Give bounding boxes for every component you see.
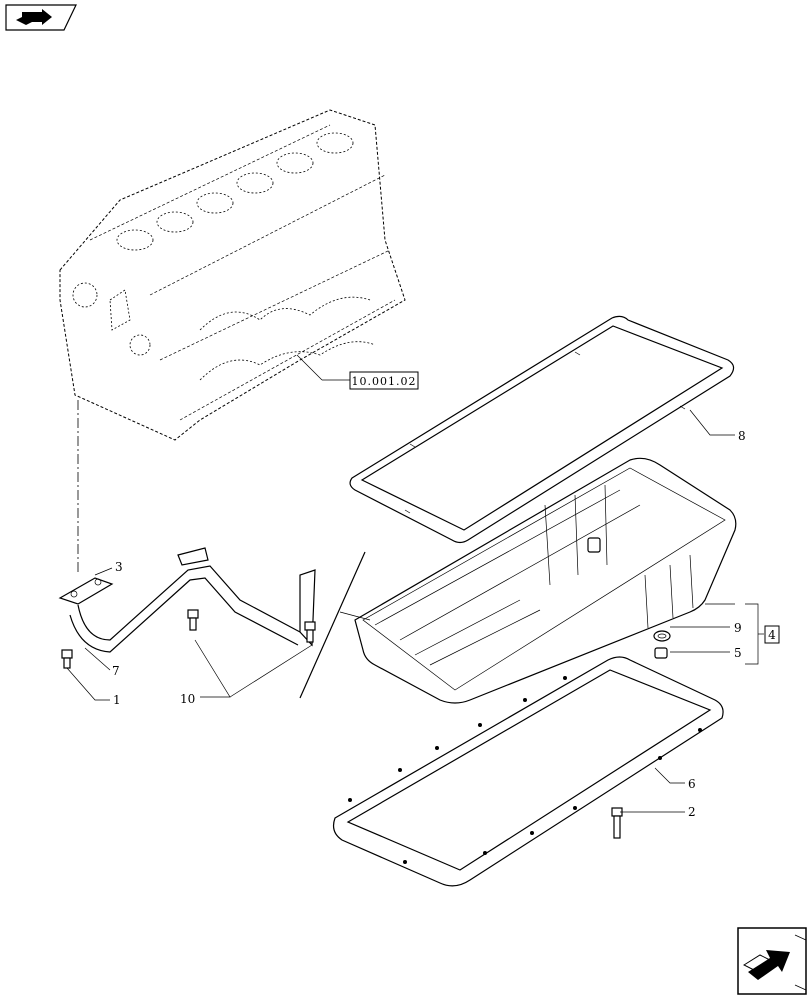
engine-block: 10.001.02 [59,109,419,575]
bolt-1 [61,649,73,669]
svg-text:3: 3 [115,560,123,574]
svg-text:2: 2 [688,805,696,819]
svg-text:4: 4 [768,628,776,642]
lower-gasket [332,656,724,887]
suction-pipe [58,547,316,653]
bolt-2 [611,807,623,839]
svg-text:5: 5 [734,646,742,660]
callout-5: 5 [734,646,742,660]
callout-10: 10 [180,692,195,706]
callout-8: 8 [738,429,746,443]
previous-page-icon[interactable] [5,4,77,31]
ref-box-10-001-02: 10.001.02 [349,371,419,390]
callout-4-box: 4 [764,625,780,644]
svg-text:6: 6 [688,777,696,791]
oil-sump-pan [299,457,737,704]
drain-plug-5 [654,647,668,659]
svg-text:7: 7 [112,664,120,678]
upper-gasket [349,315,735,544]
svg-text:8: 8 [738,429,746,443]
callout-3: 3 [115,560,123,574]
callout-1: 1 [113,693,121,707]
bolt-10-b [304,621,316,643]
svg-text:1: 1 [113,693,121,707]
washer-9 [653,630,671,642]
svg-text:10: 10 [180,692,195,706]
callout-2: 2 [688,805,696,819]
next-page-icon[interactable] [737,927,807,995]
leader-lines [66,409,764,813]
callout-9: 9 [734,621,742,635]
bolt-10-a [187,609,199,631]
svg-text:9: 9 [734,621,742,635]
callout-6: 6 [688,777,696,791]
callout-7: 7 [112,664,120,678]
ref-label: 10.001.02 [352,375,417,388]
